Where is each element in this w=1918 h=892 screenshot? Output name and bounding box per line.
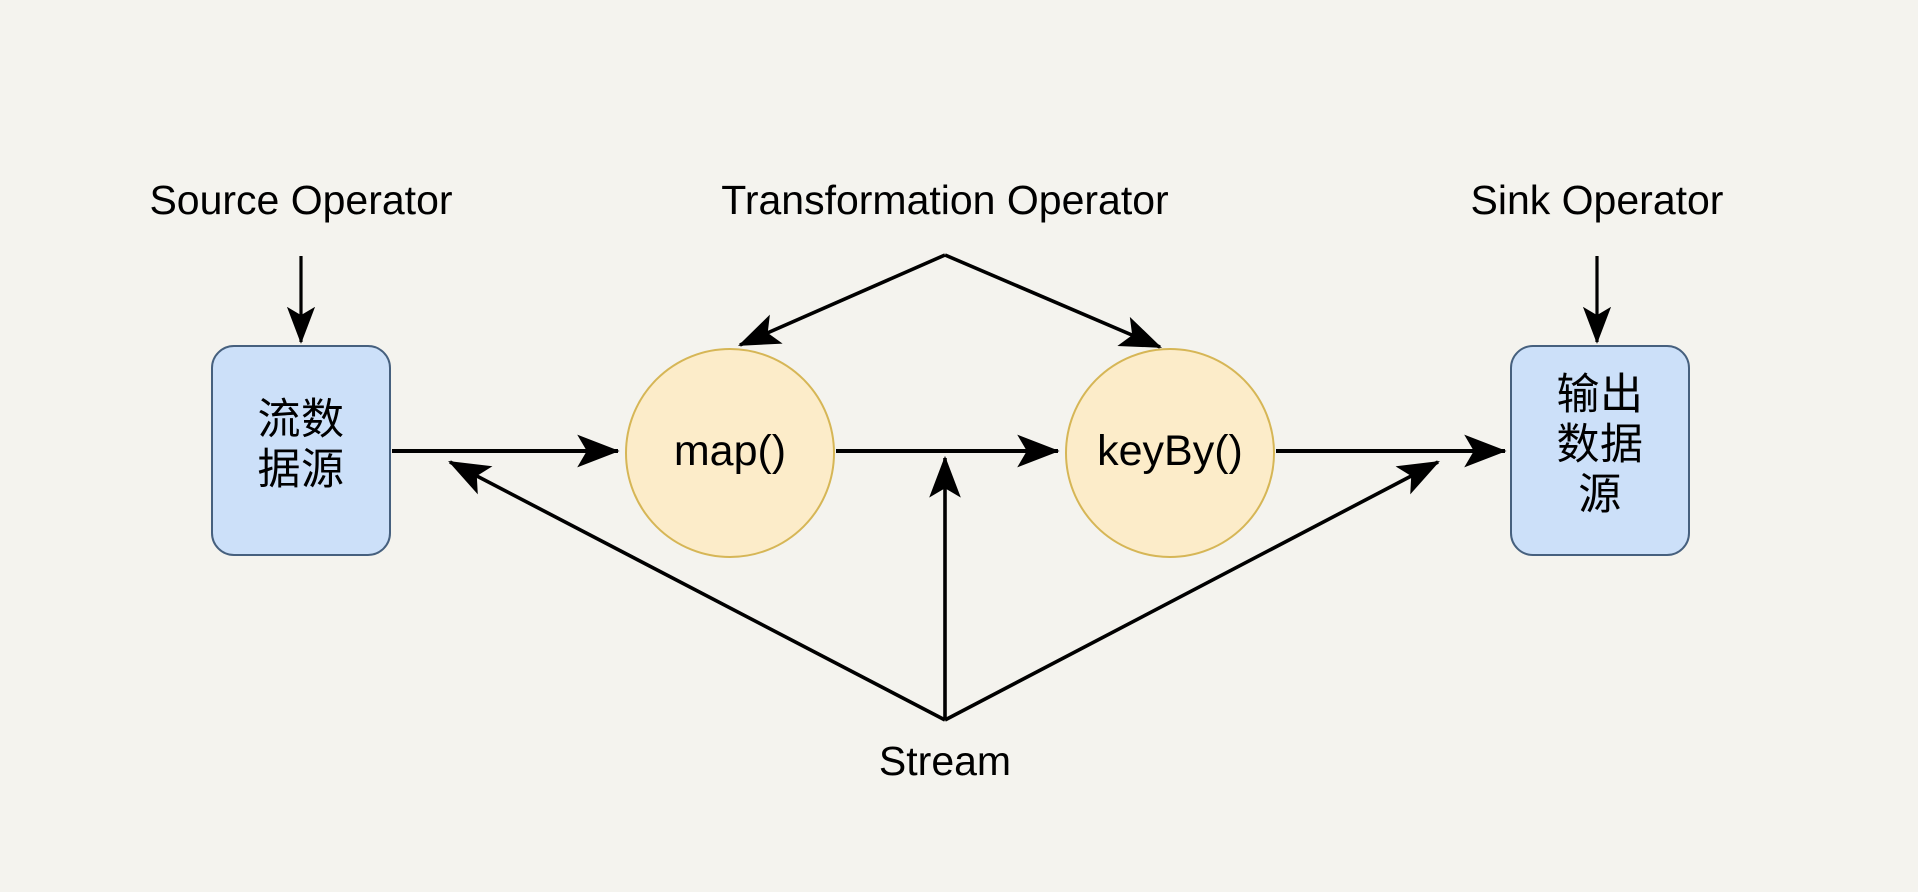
pointer-transformation-to-map [738,253,946,347]
label-sink-operator: Sink Operator [1470,177,1724,223]
map-node-shape[interactable] [625,348,835,558]
label-stream: Stream [878,738,1012,784]
pointer-stream-right [944,460,1440,722]
label-source-operator: Source Operator [149,177,453,223]
source-node-shape[interactable] [211,345,391,556]
pointer-stream-left [448,460,946,722]
sink-node-shape[interactable] [1510,345,1690,556]
pointer-transformation-to-keyby [944,253,1162,349]
label-transformation-operator: Transformation Operator [721,177,1169,223]
keyby-node-shape[interactable] [1065,348,1275,558]
